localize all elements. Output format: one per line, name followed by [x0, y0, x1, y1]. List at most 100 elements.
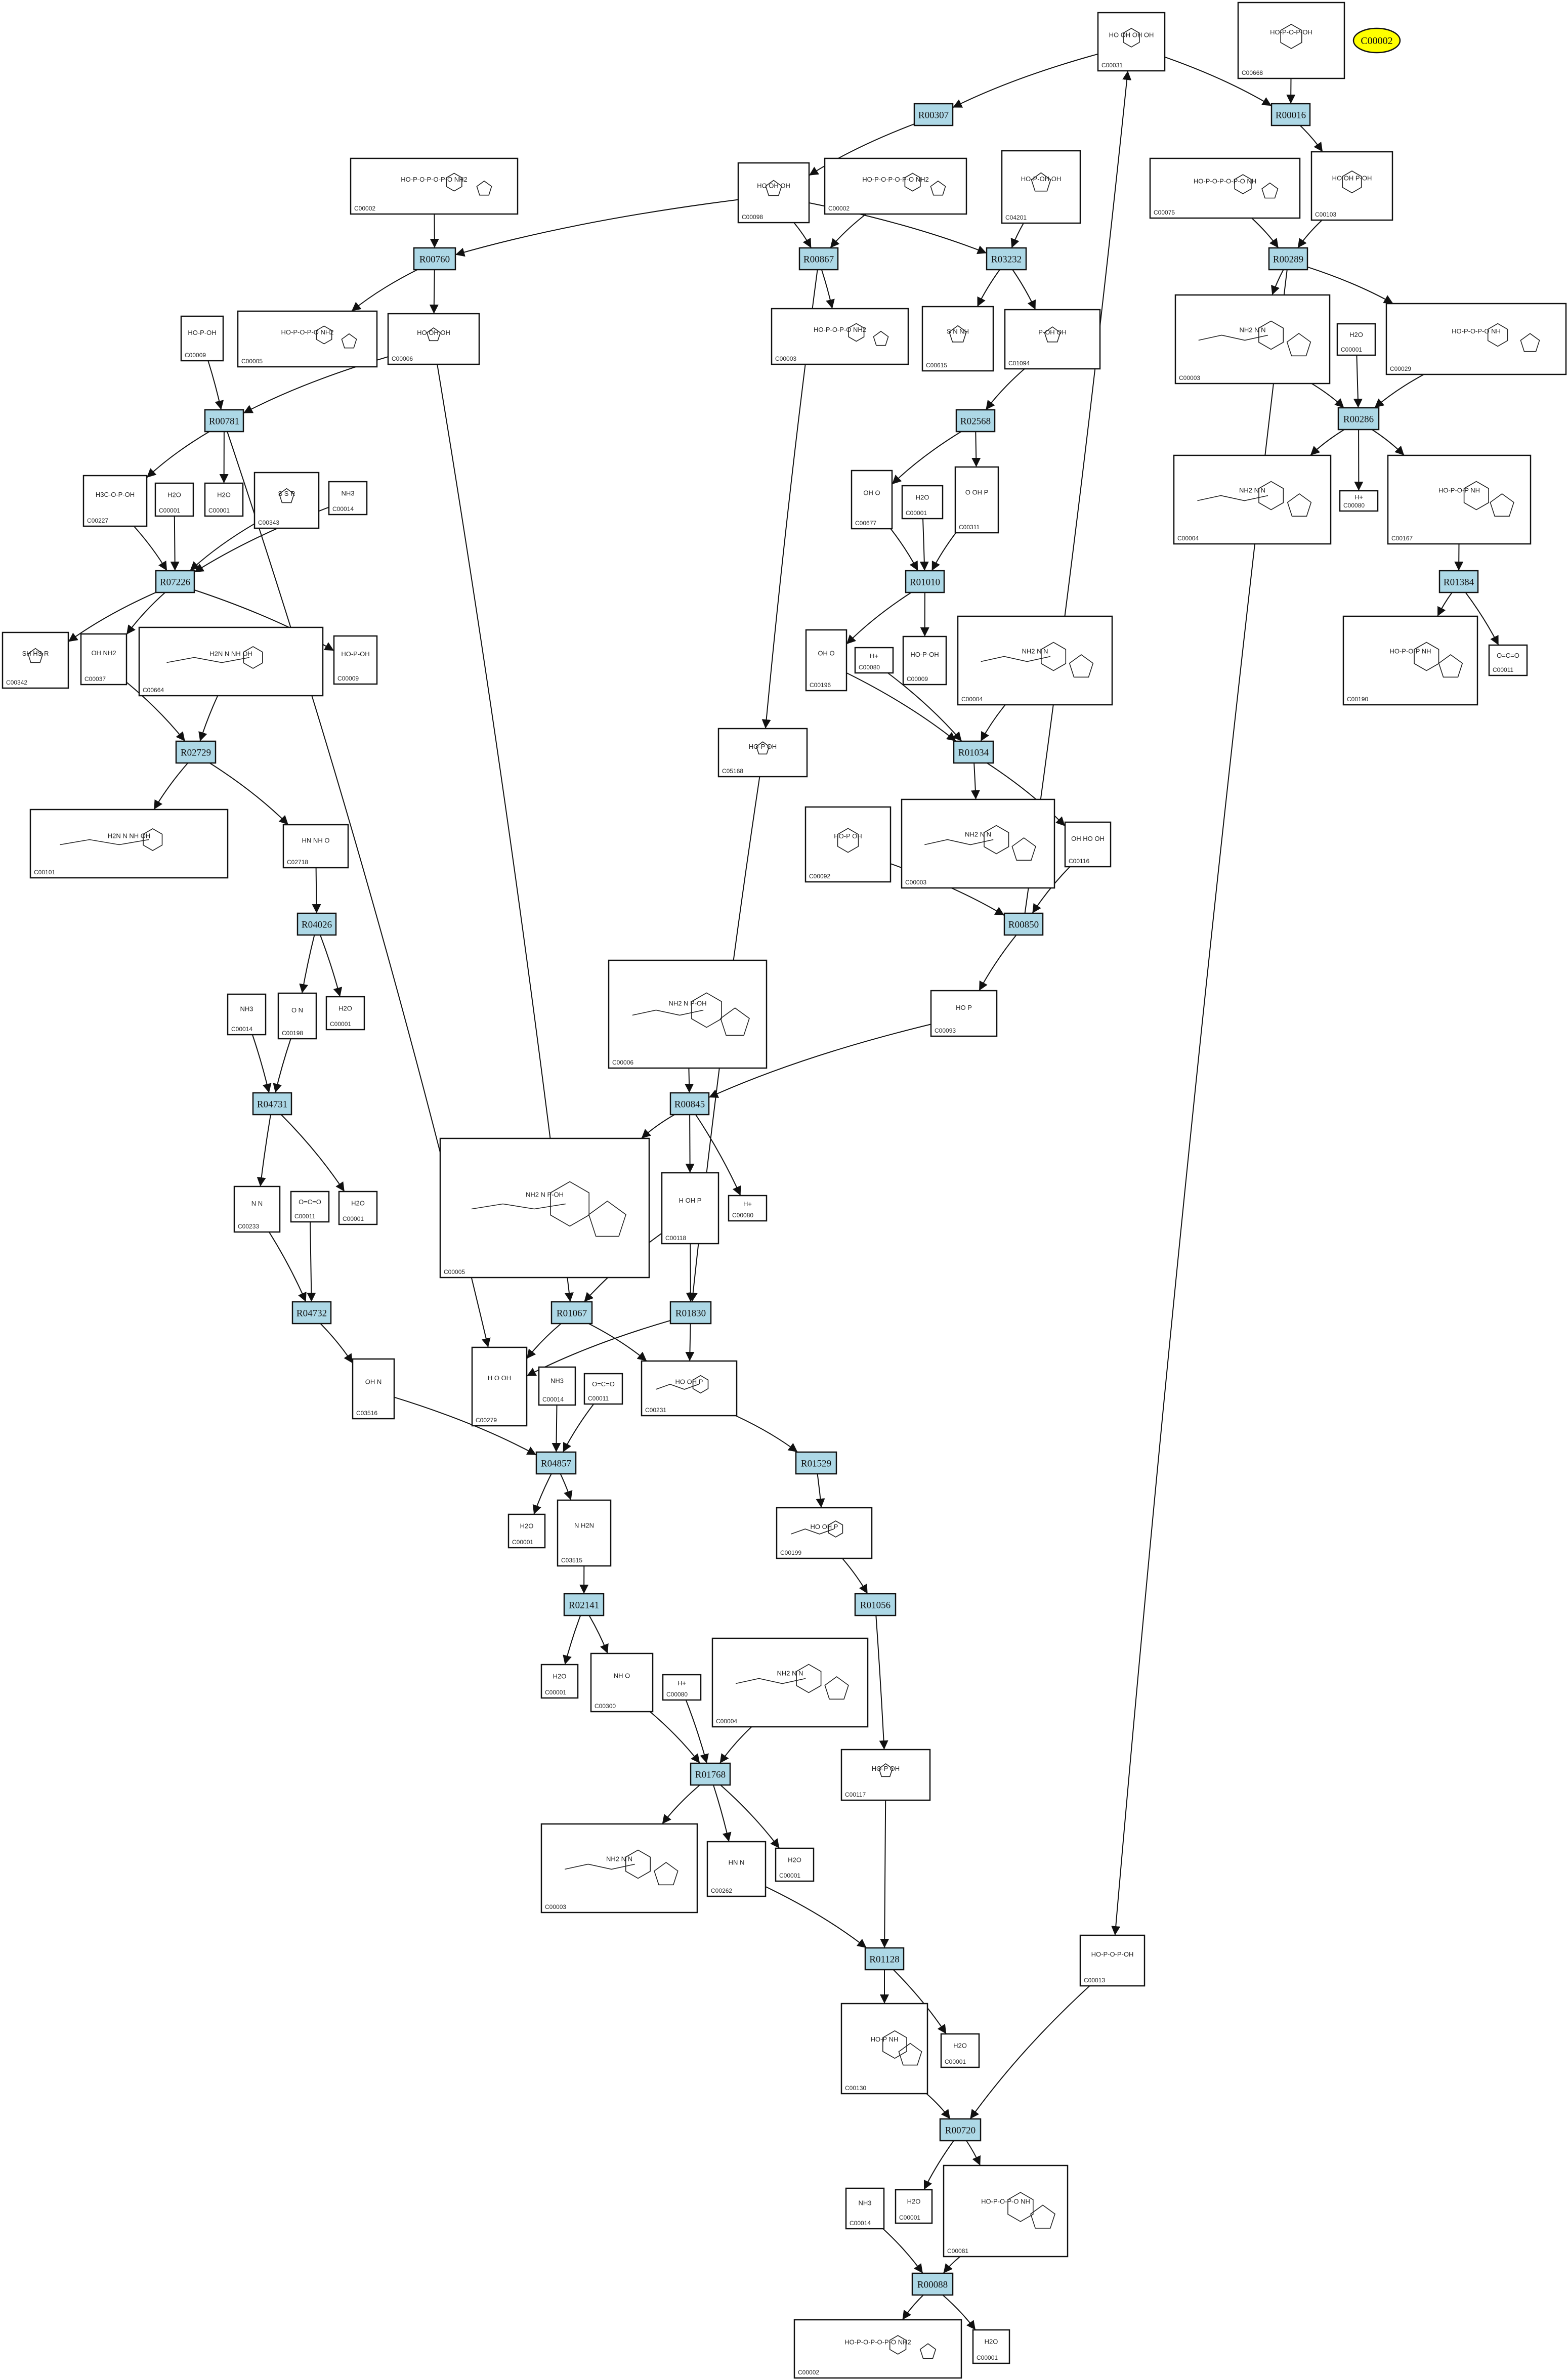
compound-box[interactable] — [80, 633, 128, 686]
compound-box[interactable] — [204, 482, 244, 517]
reaction-box[interactable] — [798, 247, 839, 271]
compound-box[interactable] — [1342, 615, 1478, 706]
reaction-box[interactable] — [1003, 912, 1044, 936]
compound-box[interactable] — [1001, 150, 1081, 224]
compound-box[interactable] — [282, 824, 349, 869]
compound-node[interactable]: H+C00080 — [662, 1674, 702, 1701]
compound-box[interactable] — [840, 1749, 931, 1801]
reaction-box[interactable] — [291, 1301, 332, 1325]
reaction-box[interactable] — [252, 1092, 292, 1116]
reaction-node[interactable]: R02141 — [563, 1593, 605, 1617]
compound-box[interactable] — [972, 2329, 1010, 2364]
compound-box[interactable] — [793, 2319, 962, 2379]
reaction-node[interactable]: R04857 — [535, 1451, 577, 1475]
reaction-box[interactable] — [563, 1593, 605, 1617]
compound-box[interactable] — [1097, 12, 1166, 72]
reaction-node[interactable]: R00867 — [798, 247, 839, 271]
reaction-node[interactable]: R01529 — [795, 1451, 837, 1475]
compound-box[interactable] — [930, 990, 998, 1037]
compound-box[interactable] — [902, 635, 947, 686]
reaction-node[interactable]: R03232 — [986, 247, 1027, 271]
compound-box[interactable] — [957, 615, 1113, 706]
compound-box[interactable] — [845, 2187, 885, 2230]
compound-box[interactable] — [804, 806, 892, 883]
reaction-box[interactable] — [939, 2118, 982, 2142]
reaction-node[interactable]: R00016 — [1270, 103, 1311, 126]
highlight-ellipse[interactable] — [1352, 27, 1401, 54]
reaction-node[interactable]: R00760 — [413, 247, 456, 271]
reaction-node[interactable]: R01010 — [905, 570, 945, 593]
compound-box[interactable] — [737, 162, 810, 224]
reaction-node[interactable]: R01768 — [690, 1762, 731, 1786]
reaction-node[interactable]: R00850 — [1003, 912, 1044, 936]
reaction-box[interactable] — [986, 247, 1027, 271]
compound-box[interactable] — [717, 728, 808, 778]
compound-node[interactable]: H+C00080 — [1339, 490, 1379, 512]
compound-box[interactable] — [775, 1847, 815, 1882]
compound-box[interactable] — [1149, 157, 1301, 219]
reaction-box[interactable] — [1268, 247, 1308, 271]
reaction-box[interactable] — [413, 247, 456, 271]
compound-box[interactable] — [180, 315, 224, 362]
compound-box[interactable] — [387, 313, 480, 365]
compound-box[interactable] — [711, 1637, 869, 1728]
compound-box[interactable] — [1339, 490, 1379, 512]
reaction-box[interactable] — [690, 1762, 731, 1786]
reaction-node[interactable]: R04026 — [296, 912, 337, 936]
reaction-box[interactable] — [955, 409, 996, 433]
compound-box[interactable] — [776, 1507, 873, 1559]
reaction-box[interactable] — [864, 1947, 905, 1971]
compound-box[interactable] — [590, 1652, 654, 1713]
compound-box[interactable] — [1237, 2, 1345, 79]
reaction-node[interactable]: R01128 — [864, 1947, 905, 1971]
reaction-box[interactable] — [913, 103, 954, 126]
compound-box[interactable] — [940, 2033, 980, 2068]
compound-box[interactable] — [901, 798, 1055, 889]
compound-box[interactable] — [1336, 323, 1376, 356]
compound-box[interactable] — [901, 485, 944, 520]
compound-box[interactable] — [471, 1346, 528, 1427]
compound-box[interactable] — [538, 1366, 576, 1406]
compound-box[interactable] — [1387, 454, 1532, 545]
compound-box[interactable] — [583, 1373, 623, 1405]
reaction-box[interactable] — [905, 570, 945, 593]
reaction-box[interactable] — [669, 1301, 712, 1325]
reaction-box[interactable] — [175, 740, 217, 764]
compound-box[interactable] — [1079, 1934, 1146, 1987]
reaction-node[interactable]: R00286 — [1337, 407, 1380, 431]
compound-box[interactable] — [662, 1674, 702, 1701]
